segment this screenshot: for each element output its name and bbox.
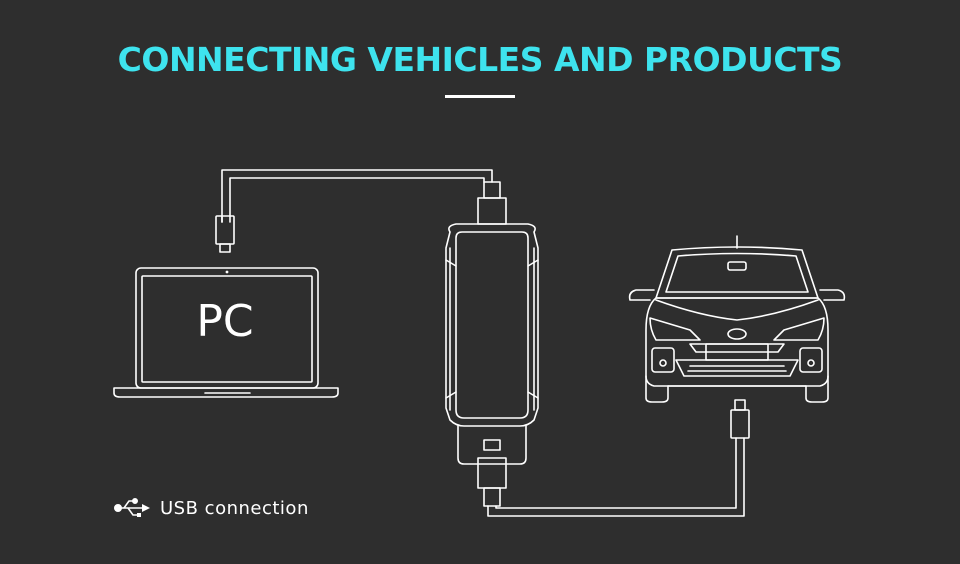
legend-label: USB connection bbox=[160, 497, 309, 519]
vci-top-plug bbox=[477, 181, 507, 225]
legend: USB connection bbox=[114, 494, 309, 522]
pc-label: PC bbox=[196, 296, 254, 347]
title-underline bbox=[445, 95, 515, 98]
page-title: CONNECTING VEHICLES AND PRODUCTS bbox=[117, 40, 843, 79]
usb-icon bbox=[114, 497, 150, 517]
car-icon bbox=[628, 235, 846, 403]
usb-cable-pc bbox=[215, 169, 493, 253]
obd-cable-vehicle bbox=[477, 399, 750, 517]
vci-device-icon bbox=[445, 223, 539, 465]
laptop-icon bbox=[113, 267, 339, 398]
